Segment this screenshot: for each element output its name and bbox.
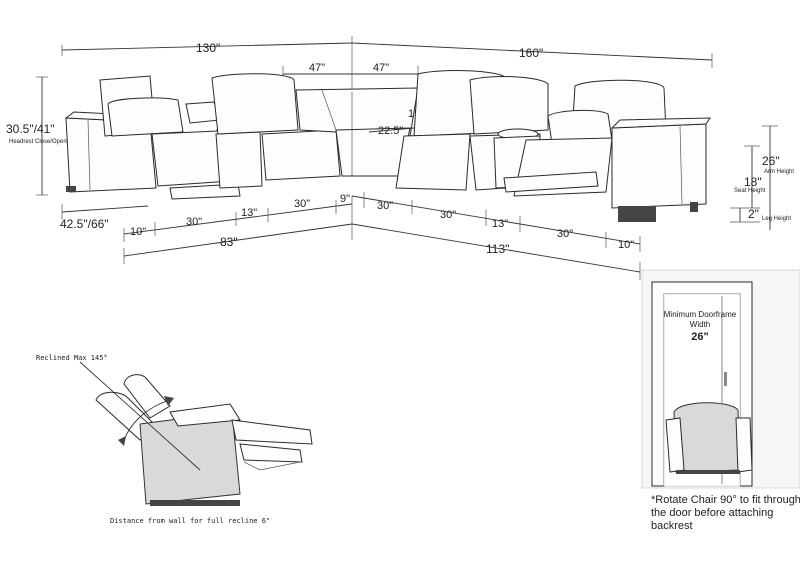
sofa-corner-section [295,87,419,177]
corner-dimension-lines [282,66,419,84]
depth: 42.5"/66" [60,217,109,231]
leg-height: 2" [748,207,759,221]
left-segment-1: 10" [130,226,146,238]
arm-height: 26" [762,154,780,168]
left-subtotal: 83" [220,235,238,249]
right-segment-1: 30" [377,200,393,212]
left-segment-lines [123,196,353,242]
leg-caption: Leg Height [762,216,791,222]
recliner-side-view [79,361,313,506]
headrest-height: 30.5"/41" [6,122,55,136]
right-subtotal: 113" [486,242,509,256]
arm-caption: Arm Height [764,169,794,175]
subtotal-lines [123,223,641,280]
total-right-width: 160" [519,46,543,60]
corner-right-width: 47" [373,62,389,74]
corner-left-width: 47" [309,62,325,74]
doorframe-title: Minimum Doorframe Width [663,310,737,329]
right-height-lines [730,125,778,230]
doorframe-caption: *Rotate Chair 90° to fit through the doo… [651,494,800,532]
corner-seat-line [368,127,415,133]
seat-height: 18" [744,175,762,189]
total-left-width: 130" [196,41,220,55]
left-segment-2: 30" [186,216,202,228]
sofa-right-section [395,70,711,222]
left-segment-4: 30" [294,198,310,210]
right-segment-3: 13" [492,218,508,230]
headrest-height-line [36,76,48,196]
depth-dimension-line [61,204,149,220]
right-segment-5: 10" [618,239,634,251]
center-gap: 9" [340,193,350,205]
right-segment-4: 30" [557,228,573,240]
doorframe-illustration [641,269,800,489]
right-segment-lines [351,192,641,252]
seat-caption: Seat Height [734,188,766,194]
wall-distance-label: Distance from wall for full recline 6" [110,517,270,525]
headrest-caption: Headrest Close/Open [9,139,67,145]
doorframe-width: 26" [691,331,709,343]
corner-seat: 22.5" [378,125,403,137]
overall-dimension-lines [61,36,713,92]
left-segment-3: 13" [241,207,257,219]
right-segment-2: 30" [440,209,456,221]
sofa-left-section [64,73,341,200]
recline-max-label: Reclined Max 145° [36,354,108,362]
